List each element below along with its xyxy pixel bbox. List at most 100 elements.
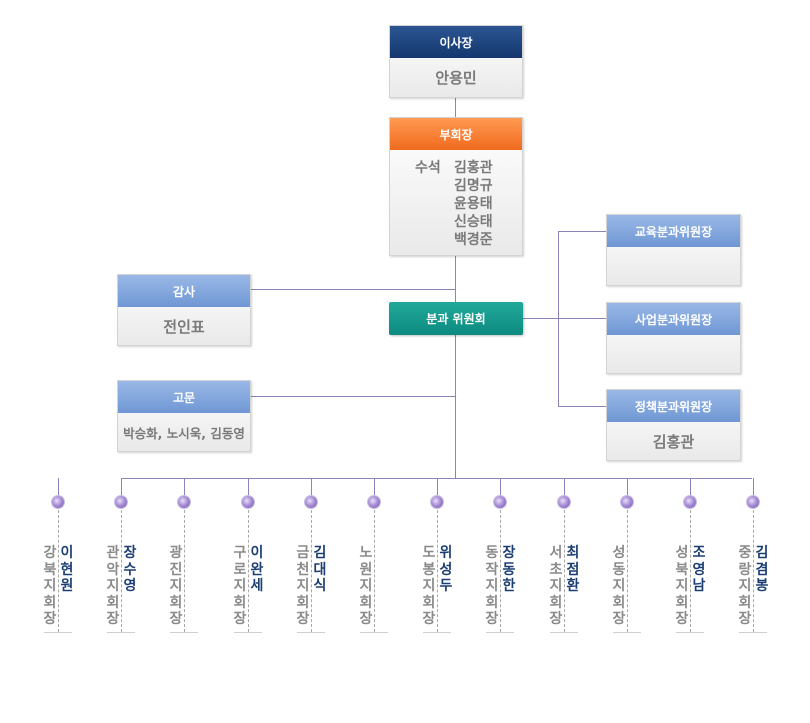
branch-connector — [753, 478, 754, 496]
connector-main-vertical — [455, 98, 456, 478]
branch-dashed-line — [121, 510, 122, 632]
auditor-name: 전인표 — [163, 317, 205, 336]
subcommittee-education-title: 교육분과위원장 — [607, 215, 740, 247]
branch-dashed-line — [311, 510, 312, 632]
branch-connector — [690, 478, 691, 496]
subcommittee-policy-box: 정책분과위원장 김홍관 — [606, 389, 741, 461]
chairman-title: 이사장 — [390, 26, 522, 58]
auditor-title: 감사 — [118, 275, 250, 307]
subcommittee-business-name — [607, 335, 740, 373]
branch-title: 구로지회장 — [233, 545, 247, 628]
vice-name-3: 윤용태 — [454, 196, 493, 212]
branch-dot — [305, 496, 317, 508]
branch-baseline — [44, 632, 72, 633]
branch-dashed-line — [58, 510, 59, 632]
branch-baseline — [613, 632, 641, 633]
vice-lead-label: 수석 — [415, 160, 441, 176]
branch-title: 도봉지회장 — [422, 545, 436, 628]
subcommittee-business-box: 사업분과위원장 — [606, 302, 741, 374]
branch-dot — [431, 496, 443, 508]
branch-dot — [558, 496, 570, 508]
subcommittee-policy-name: 김홍관 — [652, 432, 695, 451]
connector-sub-3 — [558, 406, 606, 407]
connector-branches-horizontal — [121, 478, 752, 479]
connector-auditor — [251, 289, 455, 290]
connector-advisor — [251, 396, 455, 397]
branch-chair-name: 조영남 — [692, 545, 706, 595]
branch-dot — [368, 496, 380, 508]
subcommittee-policy-title: 정책분과위원장 — [607, 390, 740, 422]
vice-name-2: 김명규 — [454, 178, 493, 194]
branch-chair-name: 장수영 — [123, 545, 137, 595]
branch-chair-name: 이완세 — [250, 545, 264, 595]
branch-dashed-line — [564, 510, 565, 632]
branch-connector — [437, 478, 438, 496]
branch-dashed-line — [184, 510, 185, 632]
branch-dot — [494, 496, 506, 508]
branch-dot — [52, 496, 64, 508]
branch-chair-name: 김겸봉 — [755, 545, 769, 595]
branch-connector — [374, 478, 375, 496]
branch-title: 성북지회장 — [675, 545, 689, 628]
branch-title: 광진지회장 — [169, 545, 183, 628]
branch-connector — [184, 478, 185, 496]
branch-dot — [242, 496, 254, 508]
branch-connector — [58, 478, 59, 496]
branch-connector — [121, 478, 122, 496]
subcommittee-education-name — [607, 247, 740, 285]
vice-box: 부회장 수석 김홍관 김명규 윤용태 신승태 백경준 — [389, 117, 523, 256]
branch-connector — [564, 478, 565, 496]
vice-title: 부회장 — [390, 118, 522, 150]
branch-dot — [684, 496, 696, 508]
branch-dot — [178, 496, 190, 508]
connector-sub-1 — [558, 231, 606, 232]
branch-title: 강북지회장 — [43, 545, 57, 628]
branch-connector — [627, 478, 628, 496]
branch-connector — [248, 478, 249, 496]
branch-title: 성동지회장 — [612, 545, 626, 628]
branch-chair-name: 위성두 — [439, 545, 453, 595]
subcommittee-business-title: 사업분과위원장 — [607, 303, 740, 335]
connector-sub-2 — [522, 318, 606, 319]
branch-baseline — [423, 632, 451, 633]
branch-chair-name: 최점환 — [566, 545, 580, 595]
subcommittee-education-box: 교육분과위원장 — [606, 214, 741, 286]
branch-dot — [747, 496, 759, 508]
branch-title: 관악지회장 — [106, 545, 120, 628]
branch-chair-name: 김대식 — [313, 545, 327, 595]
branch-baseline — [739, 632, 767, 633]
chairman-name: 안용민 — [435, 69, 477, 87]
branch-baseline — [676, 632, 704, 633]
advisor-title: 고문 — [118, 381, 250, 413]
advisor-names: 박승화, 노시욱, 김동영 — [123, 425, 245, 441]
branch-dot — [621, 496, 633, 508]
branch-title: 노원지회장 — [359, 545, 373, 628]
branch-chair-name: 장동한 — [502, 545, 516, 595]
branch-baseline — [486, 632, 514, 633]
branch-title: 중랑지회장 — [738, 545, 752, 628]
branch-baseline — [297, 632, 325, 633]
branch-dashed-line — [627, 510, 628, 632]
branch-title: 금천지회장 — [296, 545, 310, 628]
branch-connector — [311, 478, 312, 496]
branch-connector — [500, 478, 501, 496]
vice-name-1: 김홍관 — [454, 160, 493, 176]
auditor-box: 감사 전인표 — [117, 274, 251, 346]
branch-dashed-line — [690, 510, 691, 632]
branch-baseline — [170, 632, 198, 633]
branch-dashed-line — [753, 510, 754, 632]
branch-dashed-line — [437, 510, 438, 632]
branch-baseline — [550, 632, 578, 633]
branch-title: 동작지회장 — [485, 545, 499, 628]
vice-name-4: 신승태 — [454, 214, 493, 230]
branch-dashed-line — [248, 510, 249, 632]
branch-baseline — [234, 632, 262, 633]
branch-title: 서초지회장 — [549, 545, 563, 628]
branch-chair-name: 이현원 — [60, 545, 74, 595]
branch-dashed-line — [500, 510, 501, 632]
chairman-box: 이사장 안용민 — [389, 25, 523, 98]
advisor-box: 고문 박승화, 노시욱, 김동영 — [117, 380, 251, 452]
branch-dot — [115, 496, 127, 508]
branch-dashed-line — [374, 510, 375, 632]
